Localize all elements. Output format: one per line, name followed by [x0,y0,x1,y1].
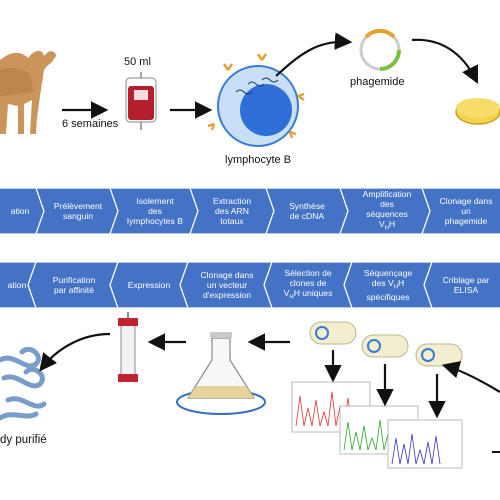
arrow-cell-to-phagemid [275,32,353,77]
nanobody-illustration [0,346,47,421]
duration-label: 6 semaines [62,118,119,130]
step-affinity-purification: Purification par affinité [52,275,96,295]
arrow-column-to-nanobody [39,332,111,372]
flask-illustration [176,332,266,415]
band-bottom-chevrons [0,262,500,308]
arrow-screen-in [441,361,500,393]
step-vhh-amplification: Amplification des séquences VHH [362,188,412,232]
band-top-chevrons [0,188,500,234]
step-phagemid-cloning: Clonage dans un phagemide [439,196,493,226]
step-vhh-sequencing: Séquençage des VHH spécifiques [363,267,413,303]
camel-illustration [0,50,56,134]
step-cdna-synthesis: Synthèse de cDNA [289,201,325,221]
arrow-phagemid-to-petri [411,38,478,84]
step-expression-vector-cloning: Clonage dans un vecteur d'expression [200,270,254,300]
phagemid-label: phagemide [350,76,405,88]
phagemid-illustration [359,28,401,71]
step-blood-sampling: Prélèvement sanguin [53,201,103,221]
volume-label: 50 ml [124,56,151,68]
petri-dish-illustration [455,98,500,125]
step-expression: Expression [127,280,171,290]
column-illustration [118,312,138,382]
lymphocyte-label: lymphocyte B [225,154,292,166]
step-b-cell-isolation: Isolement des lymphocytes B [127,196,183,226]
process-band-bottom: ation Purification par affinité Expressi… [0,262,500,308]
purified-nanobody-label: dy purifié [0,434,47,446]
step-elisa-screening: Criblage par ELISA [442,275,490,295]
chromatogram-illustration [291,381,463,469]
clone-plates-illustration [309,321,463,367]
blood-bag-illustration [125,72,157,130]
process-band-top: ation Prélèvement sanguin Isolement des … [0,188,500,234]
step-immunization: ation [10,206,30,216]
step-unique-clone-selection: Sélection de clones de VHH uniques [283,267,333,301]
step-rna-extraction: Extraction des ARN totaux [212,196,252,226]
step-nanobody-characterization: ation [7,280,27,290]
lymphocyte-illustration [207,53,305,147]
